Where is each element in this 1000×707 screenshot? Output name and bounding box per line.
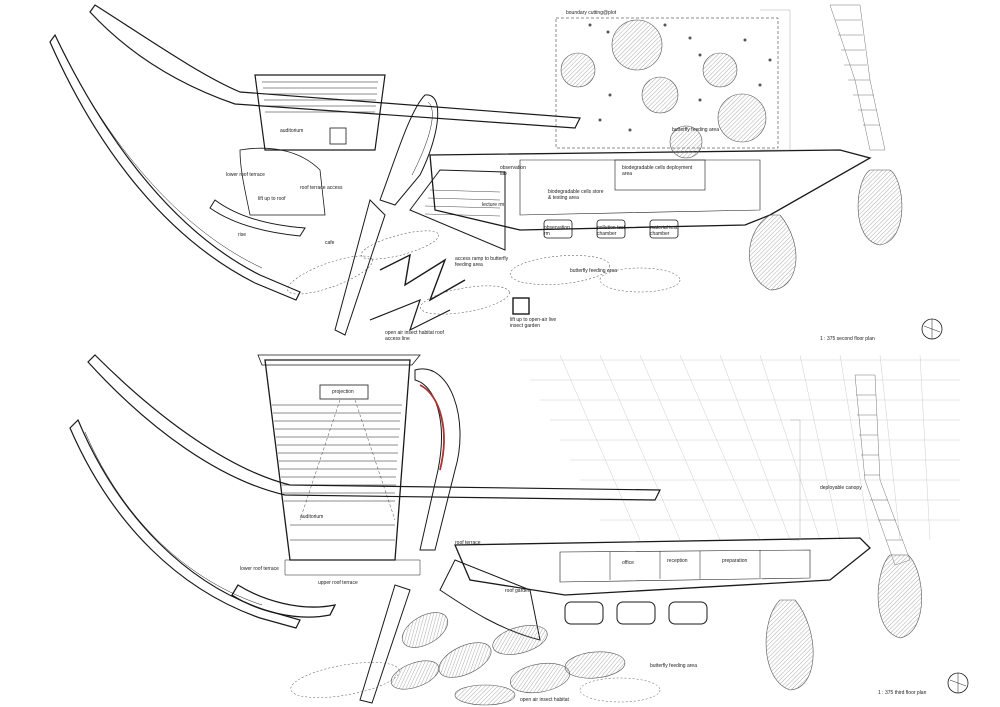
label-lift-open-air: lift up to open-air live insect garden xyxy=(510,317,557,329)
label-upper-roof-terrace: upper roof terrace xyxy=(318,580,358,586)
title-third-floor: 1 : 375 third floor plan xyxy=(878,690,927,696)
label-open-air-3: open air insect habitat xyxy=(520,697,569,703)
lecture-block xyxy=(409,169,506,251)
zigzag-ramp-2 xyxy=(379,253,466,302)
label-cafe: cafe xyxy=(325,240,335,246)
third-floor-plan xyxy=(69,354,969,706)
lattice-column-top xyxy=(829,4,886,151)
plot-boundary xyxy=(555,17,779,149)
tree-dots xyxy=(588,23,772,132)
label-butterfly-area-3: butterfly feeding area xyxy=(650,663,697,669)
tube-corridor xyxy=(379,94,439,206)
habitat-dashed-ellipses xyxy=(287,230,681,315)
wire-pods-bottom xyxy=(765,554,922,691)
label-projection: projection xyxy=(332,389,354,395)
auditorium-block xyxy=(254,74,386,151)
label-lower-roof-terrace: lower roof terrace xyxy=(226,172,265,178)
label-pollution-test: pollution test chamber xyxy=(597,225,626,237)
roof-arm-left-inner xyxy=(61,49,263,269)
roof-arm-upper-3 xyxy=(87,354,661,501)
label-roof-garden: roof garden xyxy=(505,588,531,594)
label-access-ramp: access ramp to butterfly feeding area xyxy=(455,256,509,268)
upper-terrace xyxy=(231,584,337,618)
roof-arm-left xyxy=(49,33,301,301)
biodegradable-cells-area xyxy=(614,159,706,191)
lift-box xyxy=(512,297,530,315)
label-auditorium-3: auditorium xyxy=(300,514,324,520)
canopy-grid xyxy=(520,354,960,541)
pollution-chamber xyxy=(596,219,626,239)
label-lift-to-roof: lift up to roof xyxy=(258,196,286,202)
label-roof-terrace: roof terrace xyxy=(455,540,481,546)
auditorium-seating-3 xyxy=(272,404,402,541)
label-material-test: material test chamber xyxy=(650,225,678,237)
label-lecture: lecture rm xyxy=(482,202,505,208)
observation-chamber xyxy=(543,219,573,239)
wire-pods-top xyxy=(749,169,903,291)
roof-arm-left-3 xyxy=(69,418,301,629)
title-second-floor: 1 : 375 second floor plan xyxy=(820,336,875,342)
label-reception: reception xyxy=(667,558,688,564)
label-deployable-canopy: deployable canopy xyxy=(820,485,862,491)
material-chamber xyxy=(649,219,679,239)
label-butterfly-area-top: butterfly feeding area xyxy=(672,127,719,133)
label-roof-terrace-access: roof terrace access xyxy=(300,185,343,191)
label-observation-lab: observation lab xyxy=(500,165,526,177)
label-preparation: preparation xyxy=(722,558,748,564)
tube-corridor-3 xyxy=(414,368,461,551)
label-biodegradable-store: biodegradable cells store & testing area xyxy=(548,189,604,201)
label-observation-rm: observation rm xyxy=(544,225,570,237)
stair-core xyxy=(329,127,347,145)
label-auditorium-2: auditorium xyxy=(280,128,304,134)
label-office: office xyxy=(622,560,634,566)
roof-arm-upper xyxy=(89,4,581,129)
label-boundary: boundary cutting@plot xyxy=(566,10,617,16)
tree-canopies xyxy=(560,19,767,159)
auditorium-seating xyxy=(262,81,378,113)
label-biodegradable: biodegradable cells deployment area xyxy=(622,165,693,177)
label-rise: rise xyxy=(238,232,247,238)
lower-terrace-left xyxy=(209,199,306,237)
lab-wing xyxy=(429,149,872,231)
label-butterfly-area: butterfly feeding area xyxy=(570,268,617,274)
label-open-air: open air insect habitat roof access line xyxy=(385,330,444,342)
second-floor-plan xyxy=(49,4,943,340)
projection-lines xyxy=(299,399,396,521)
lattice-column-bottom xyxy=(854,374,911,566)
lab-wing-3 xyxy=(454,537,871,596)
zigzag-ramp xyxy=(334,199,386,336)
label-lower-roof-terrace-3: lower roof terrace xyxy=(240,566,279,572)
insect-habitat-pods xyxy=(390,612,626,706)
